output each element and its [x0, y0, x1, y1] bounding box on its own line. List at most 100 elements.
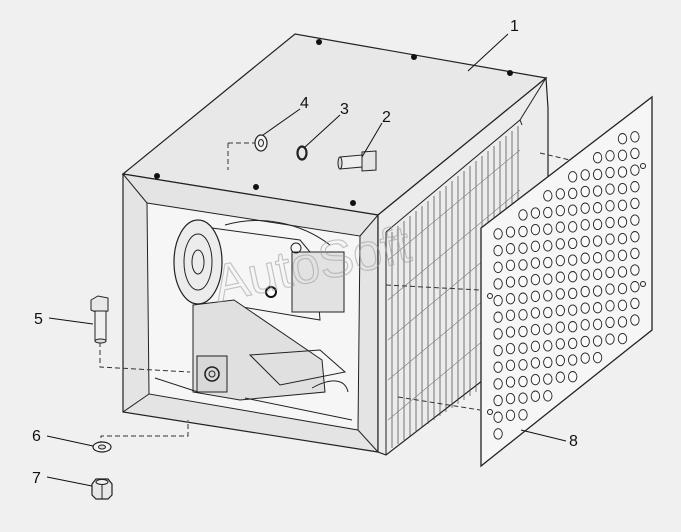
grille-hole [505, 392, 516, 405]
callout-2: 2 [382, 109, 391, 126]
grille-hole [568, 221, 578, 233]
grille-hole [543, 390, 553, 402]
grille-hole [530, 340, 541, 352]
grille-hole [630, 181, 640, 193]
grille-hole [592, 152, 603, 164]
grille-hole [505, 226, 516, 238]
grille-hole [530, 257, 541, 269]
grille-hole [592, 218, 603, 231]
grille-hole [617, 232, 628, 245]
grille-hole [617, 282, 628, 295]
grille-hole [568, 337, 578, 350]
grille-hole [518, 342, 528, 354]
grille-hole [555, 271, 565, 283]
grille-hole [605, 250, 615, 262]
grille-hole [530, 240, 541, 252]
grille-hole [605, 333, 615, 345]
grille-hole [493, 394, 503, 407]
grille-hole [555, 254, 565, 267]
grille-hole [530, 207, 541, 219]
callout-7: 7 [32, 470, 41, 487]
grille-hole [543, 323, 553, 335]
grille-hole [592, 235, 603, 247]
grille-hole [543, 273, 553, 285]
grille-hole [617, 316, 628, 328]
grille-hole [580, 302, 590, 314]
grille-hole [568, 354, 578, 366]
front-screw [253, 184, 259, 190]
grille-hole [617, 166, 628, 178]
grille-hole [555, 338, 565, 350]
grille-hole [592, 318, 603, 330]
grille-hole [605, 183, 615, 195]
grille-hole [555, 304, 565, 317]
grille-hole [630, 247, 640, 260]
grille-hole [555, 188, 565, 200]
bolt-2 [337, 150, 377, 172]
grille-hole [505, 293, 516, 305]
grille-hole [592, 168, 603, 181]
grille-hole [617, 149, 628, 161]
grille-hole [493, 228, 503, 240]
grille-hole [530, 307, 541, 319]
grille-hole [505, 276, 516, 288]
grille-hole [493, 361, 503, 373]
grille-hole [543, 206, 553, 219]
grille-hole [617, 299, 628, 311]
top-screw [316, 39, 322, 45]
grille-hole [568, 371, 578, 383]
grille-hole [580, 269, 590, 281]
callout-6: 6 [32, 428, 41, 445]
grille-hole [493, 428, 503, 440]
grille-hole [580, 335, 590, 348]
top-screw [507, 70, 513, 76]
grille-hole [617, 133, 628, 145]
grille-hole [592, 202, 603, 214]
lock-washer-3 [296, 145, 308, 161]
grille-hole [505, 326, 516, 338]
grille-hole [592, 252, 603, 264]
callout-5: 5 [34, 311, 43, 328]
grille-hole [505, 342, 516, 355]
mount-bolt-block [196, 355, 228, 393]
grille-hole [568, 304, 578, 316]
grille-hole [617, 249, 628, 261]
washer-4 [254, 134, 268, 152]
grille-hole [592, 335, 603, 347]
grille-hole [630, 131, 640, 143]
grille-hole [617, 216, 628, 228]
grille-hole [630, 147, 640, 160]
grille-hole [505, 259, 516, 271]
grille-hole [568, 271, 578, 283]
grille-hole [555, 238, 565, 250]
grille-hole [605, 200, 615, 212]
grille-hole [568, 187, 578, 200]
grille-hole [568, 171, 578, 183]
callout-1: 1 [510, 18, 519, 35]
grille-hole [630, 164, 640, 176]
grille-hole [580, 319, 590, 331]
grille-hole [605, 216, 615, 229]
grille-hole [493, 344, 503, 357]
callout-labels: 1 2 3 4 5 6 7 8 [32, 18, 578, 487]
grille-hole [617, 332, 628, 345]
grille-hole [617, 182, 628, 195]
assembly-lines [99, 142, 571, 446]
grille-hole [543, 190, 553, 202]
grille-hole [543, 306, 553, 319]
grille-hole [605, 166, 615, 179]
grille-hole [493, 278, 503, 290]
grille-hole [543, 290, 553, 302]
grille-hole [605, 316, 615, 329]
grille-hole [555, 371, 565, 383]
grille-hole [605, 150, 615, 162]
fan-motor-assembly [154, 219, 353, 421]
grille-hole [518, 242, 528, 254]
grille-hole [530, 323, 541, 336]
grille-hole [518, 375, 528, 388]
grille-hole [630, 281, 640, 293]
grille-hole [543, 356, 553, 369]
grille-hole [518, 409, 528, 421]
grille-hole [505, 359, 516, 371]
